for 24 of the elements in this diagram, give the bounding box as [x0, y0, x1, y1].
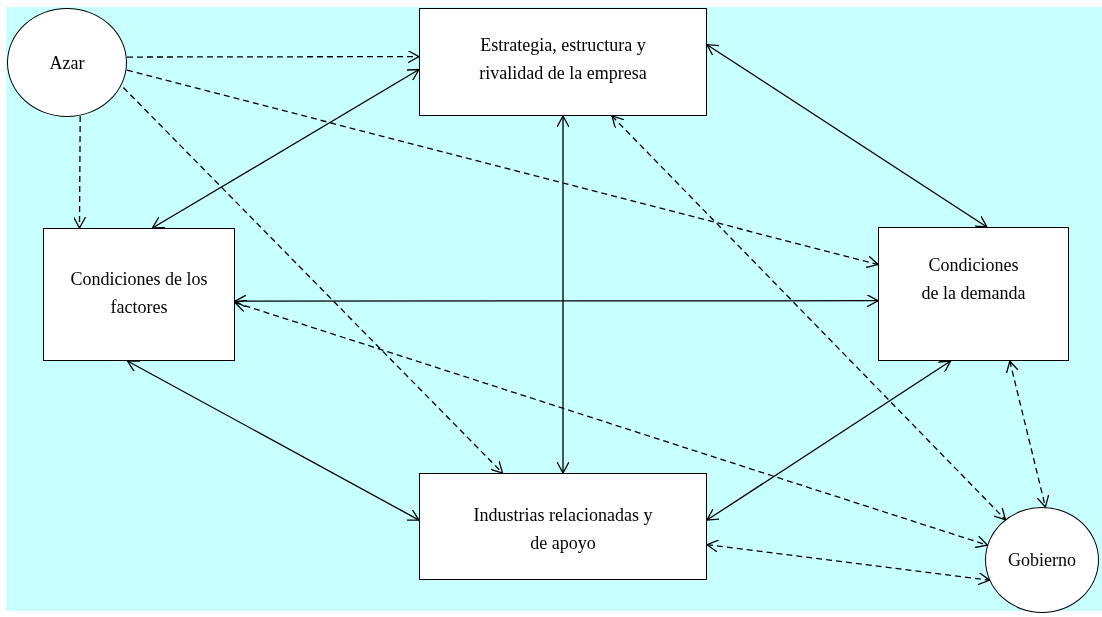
arrow: [706, 360, 952, 521]
dashed-arrow: [706, 539, 991, 586]
process-box: [419, 8, 707, 116]
dashed-arrow: [611, 115, 1007, 521]
arrow: [234, 294, 879, 308]
process-box: [878, 227, 1069, 361]
dashed-arrow: [234, 299, 988, 549]
arrow: [556, 115, 570, 474]
node-label: Condiciones de la demanda: [920, 254, 1027, 305]
node-label: Industrias relacionadas y de apoyo: [472, 504, 654, 555]
process-box: [43, 228, 235, 361]
dashed-arrow: [1005, 360, 1050, 508]
node-label: Condiciones de los factores: [69, 268, 209, 319]
node-label: Estrategia, estructura y rivalidad de la empresa: [478, 34, 648, 85]
dashed-arrow: [122, 86, 504, 474]
dashed-arrow: [72, 115, 87, 229]
node-label: Azar: [49, 51, 85, 75]
dashed-arrow: [126, 69, 879, 269]
node-label: Gobierno: [1008, 549, 1076, 572]
arrow: [151, 68, 420, 229]
arrow: [126, 360, 420, 521]
dashed-arrow: [126, 49, 420, 64]
arrow: [706, 44, 988, 228]
process-box: [419, 473, 707, 580]
